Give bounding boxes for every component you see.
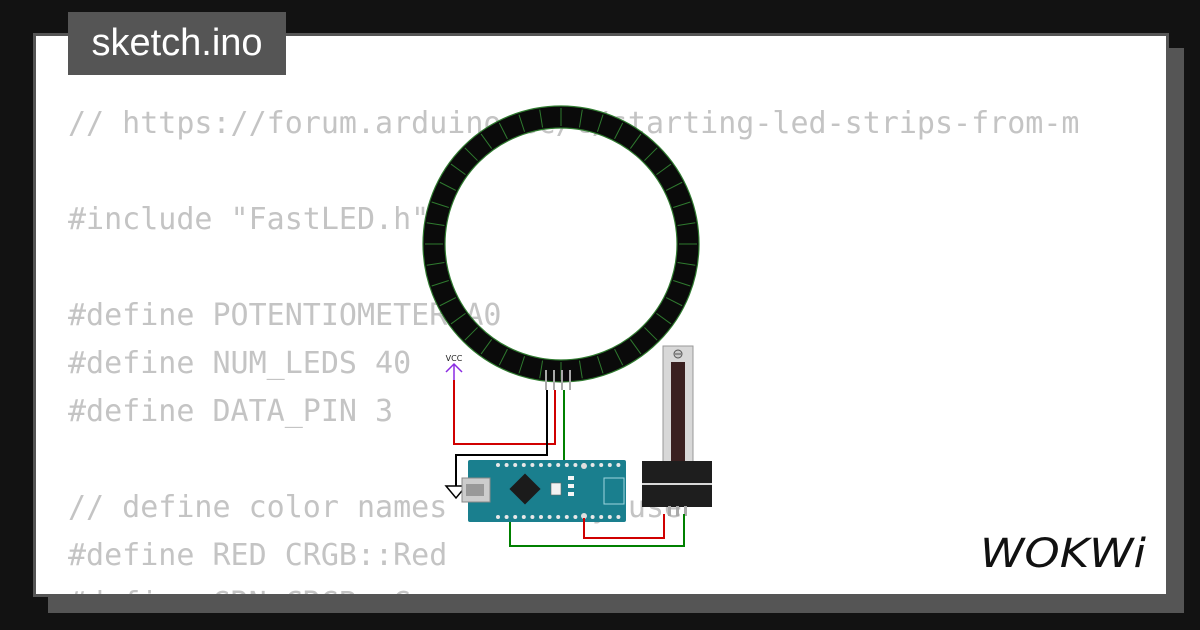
header-pin [547, 463, 552, 467]
code-line: #define NUM_LEDS 40 [68, 346, 412, 381]
led-divider [464, 147, 478, 161]
led-divider [673, 201, 691, 209]
header-pin [564, 515, 569, 519]
nano-header-top [496, 463, 621, 467]
led-divider [450, 312, 466, 325]
led-divider [480, 133, 493, 149]
header-pin [556, 463, 561, 467]
header-pin [539, 515, 543, 519]
header-pin [616, 463, 621, 467]
led-divider [539, 360, 544, 379]
code-line: #define DATA_PIN 3 [68, 394, 394, 429]
ring-wires [453, 380, 565, 488]
header-pin [564, 463, 569, 467]
led-divider [673, 279, 691, 287]
led-divider [480, 339, 493, 355]
slide-potentiometer[interactable] [642, 345, 712, 516]
led-divider [426, 222, 445, 227]
led-divider [431, 279, 449, 287]
header-pin [547, 515, 552, 519]
neopixel-ring[interactable] [422, 105, 700, 383]
ring-connector [545, 370, 571, 390]
led-divider [656, 312, 672, 325]
file-tab[interactable]: sketch.ino [68, 12, 286, 75]
vcc-label: VCC [446, 354, 463, 363]
led-divider [578, 109, 583, 128]
header-pin [573, 463, 578, 467]
led-segment-dividers [425, 108, 697, 380]
header-pin [521, 463, 526, 467]
led-divider [644, 147, 658, 161]
header-pin [590, 463, 595, 467]
header-pin [539, 463, 543, 467]
led-divider [629, 339, 642, 355]
code-line: #define GRN CRGB::Green [68, 580, 1079, 594]
led-divider [439, 181, 457, 191]
header-pin [513, 515, 518, 519]
code-editor: // https://forum.arduino.cc/t/starting-l… [68, 100, 1079, 594]
header-pin [556, 515, 561, 519]
led-divider [644, 327, 658, 341]
pot-wires [509, 514, 685, 547]
header-pin [573, 515, 578, 519]
led-divider [539, 109, 544, 128]
led-divider [596, 114, 604, 132]
led-divider [439, 297, 457, 307]
led-divider [518, 114, 526, 132]
code-line: #define RED CRGB::Red [68, 538, 448, 573]
header-pin [530, 463, 535, 467]
led-divider [498, 122, 508, 140]
arduino-nano[interactable] [461, 460, 626, 522]
header-pin [530, 515, 535, 519]
header-pin [590, 515, 595, 519]
header-pin [616, 515, 621, 519]
led-divider [464, 327, 478, 341]
nano-header-bottom [496, 515, 621, 519]
code-line: #include "FastLED.h" [68, 202, 430, 237]
logo-text: WOKWi [980, 531, 1146, 574]
led-divider [629, 133, 642, 149]
led-divider [656, 163, 672, 176]
led-divider [578, 360, 583, 379]
header-pin [496, 463, 500, 467]
led-divider [665, 297, 683, 307]
reset-button [550, 482, 562, 496]
header-pin [513, 463, 518, 467]
led-divider [426, 261, 445, 266]
header-pin [607, 515, 612, 519]
wokwi-logo: WOKWi [980, 531, 1146, 574]
led-divider [677, 261, 696, 266]
led-divider [677, 222, 696, 227]
header-pin [521, 515, 526, 519]
led-divider [518, 356, 526, 374]
led-divider [431, 201, 449, 209]
led-divider [665, 181, 683, 191]
led-divider [450, 163, 466, 176]
header-pin [599, 515, 604, 519]
header-pin [504, 463, 509, 467]
header-pin [504, 515, 509, 519]
header-pin [496, 515, 500, 519]
led-divider [614, 348, 624, 366]
header-pin [599, 463, 604, 467]
led-divider [498, 348, 508, 366]
vcc-symbol: VCC [445, 354, 463, 380]
led-divider [596, 356, 604, 374]
ground-symbol [444, 485, 468, 500]
led-divider [614, 122, 624, 140]
mcu-chip [509, 473, 541, 505]
header-pin [607, 463, 612, 467]
